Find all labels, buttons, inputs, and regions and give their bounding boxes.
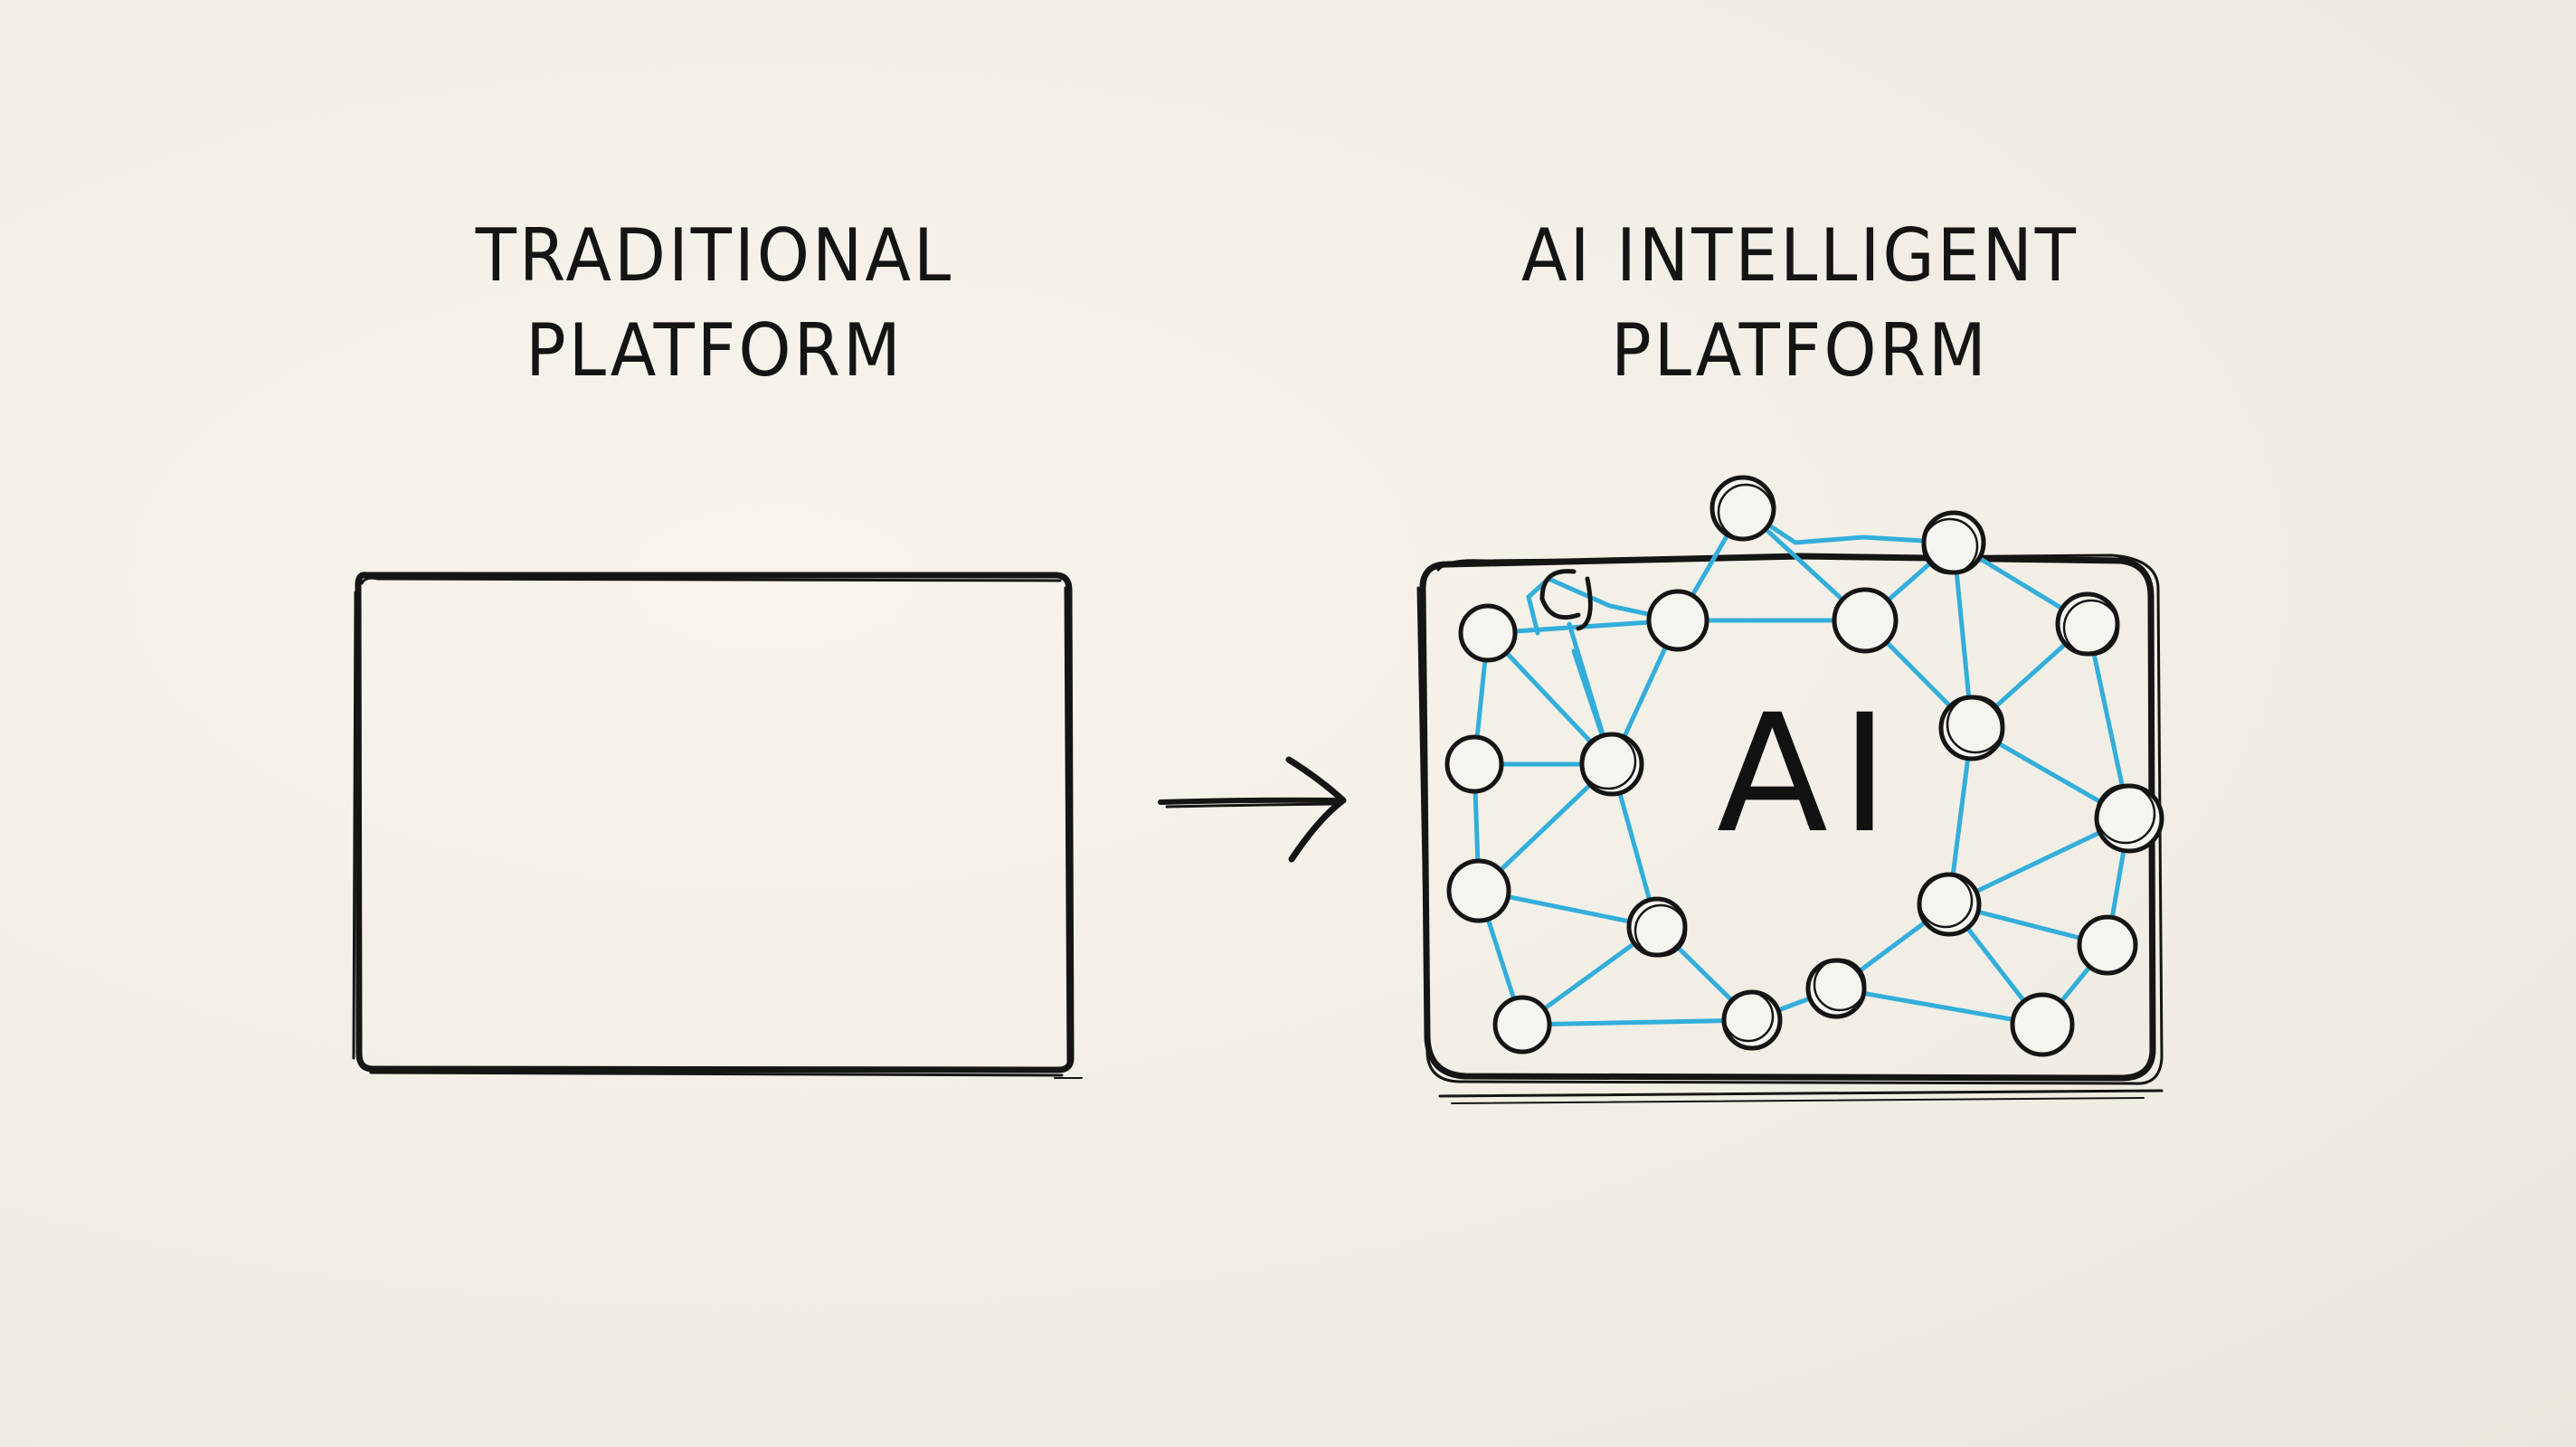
network-node [1446, 858, 1511, 923]
network-node-outline [1634, 903, 1688, 958]
traditional-platform-box [352, 572, 1083, 1079]
network-node [1709, 475, 1776, 542]
network-node [1832, 587, 1899, 654]
network-node-outline [1921, 517, 1979, 575]
network-node [1492, 995, 1552, 1055]
network-node [1646, 589, 1709, 652]
network-node [2010, 992, 2075, 1057]
network-node-outline [2062, 599, 2120, 657]
network-node [1938, 695, 2005, 761]
network-node [2077, 914, 2138, 976]
network-node-outline [1946, 695, 2005, 754]
neural-network-nodes [1444, 475, 2164, 1057]
network-node-outline [2095, 783, 2156, 845]
network-node [2055, 591, 2120, 657]
traditional-title-line2: PLATFORM [526, 308, 904, 393]
network-node-outline [1579, 733, 1637, 790]
network-node-outline [1717, 483, 1775, 541]
ai-center-label: AI [1717, 680, 1901, 869]
network-node [1444, 734, 1504, 794]
network-node [1626, 896, 1688, 958]
network-node-outline [1918, 873, 1974, 929]
network-node-outline [1722, 990, 1775, 1043]
network-node-outline [1813, 958, 1867, 1012]
sketch-partial-node [1539, 569, 1593, 631]
network-node [1805, 958, 1867, 1019]
ai-title-line2: PLATFORM [1611, 308, 1989, 393]
ai-title-line1: AI INTELLIGENT [1520, 213, 2079, 298]
network-node [1458, 603, 1518, 663]
network-node [1921, 510, 1986, 575]
network-node [1917, 872, 1982, 937]
network-node [1579, 732, 1644, 797]
network-node [2094, 783, 2164, 854]
traditional-title-line1: TRADITIONAL [475, 213, 954, 298]
transition-arrow [1158, 756, 1347, 863]
